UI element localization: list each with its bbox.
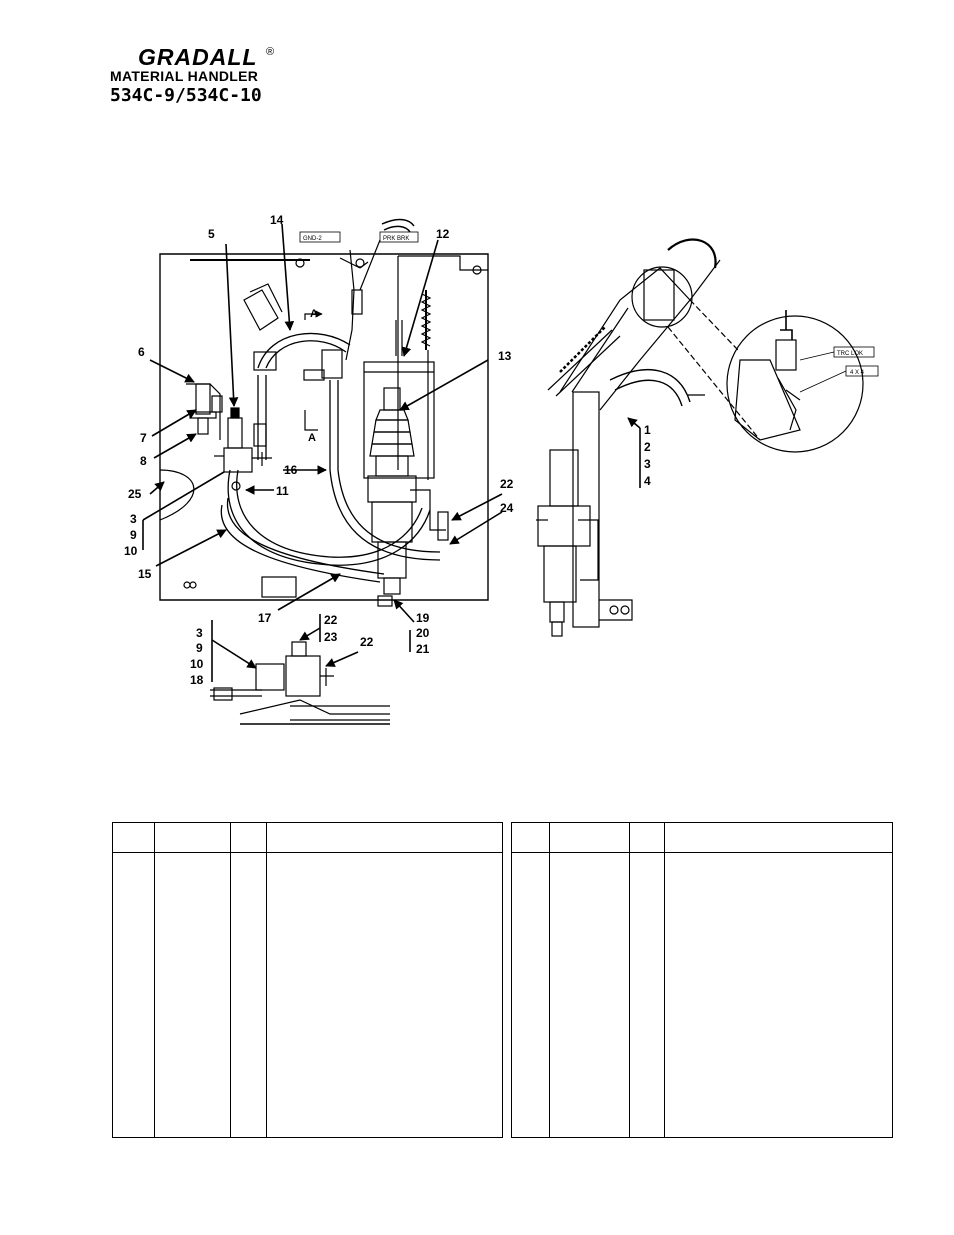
- column-divider: [266, 823, 267, 1137]
- callout-21: 21: [416, 642, 430, 656]
- callout-14: 14: [270, 213, 284, 227]
- column-divider: [629, 823, 630, 1137]
- callout-19: 19: [416, 611, 430, 625]
- model-numbers: 534C-9/534C-10: [110, 85, 262, 106]
- callout-17: 17: [258, 611, 272, 625]
- leader-lines: [142, 223, 641, 682]
- parts-table-left: [112, 822, 503, 1138]
- tag-four-by-four: 4 X 4: [850, 370, 865, 376]
- callout-18: 18: [190, 673, 204, 687]
- callout-15: 15: [138, 567, 152, 581]
- product-line: MATERIAL HANDLER: [110, 68, 259, 84]
- callout-3-detail: 3: [196, 626, 203, 640]
- callout-24: 24: [500, 501, 514, 515]
- callout-9: 9: [130, 528, 137, 542]
- callout-3: 3: [130, 512, 137, 526]
- callout-22-detail-a: 22: [324, 613, 338, 627]
- logo-brand: GRADALL: [138, 44, 258, 70]
- table-header: [512, 823, 892, 853]
- callout-7: 7: [140, 431, 147, 445]
- table-header: [113, 823, 502, 853]
- callout-10-detail: 10: [190, 657, 204, 671]
- column-divider: [154, 823, 155, 1137]
- tag-gnd: GND-2: [303, 236, 322, 242]
- callout-9-detail: 9: [196, 641, 203, 655]
- callout-16: 16: [284, 463, 298, 477]
- detail-callout: [667, 299, 864, 453]
- tag-park-brake: PRK BRK: [383, 236, 409, 242]
- callout-12: 12: [436, 227, 450, 241]
- section-marker-top: A: [310, 308, 318, 320]
- brake-valve: [363, 361, 449, 607]
- callout-2: 2: [644, 440, 651, 454]
- callout-5: 5: [208, 227, 215, 241]
- tag-traction-lock: TRC LOK: [837, 351, 863, 357]
- callout-10: 10: [124, 544, 138, 558]
- callout-8: 8: [140, 454, 147, 468]
- hoses: [220, 332, 441, 583]
- parts-diagram: A A GND-2 PRK BRK: [124, 213, 879, 725]
- callout-22: 22: [500, 477, 514, 491]
- column-divider: [230, 823, 231, 1137]
- callout-3-side: 3: [644, 457, 651, 471]
- parts-table-right: [511, 822, 893, 1138]
- callout-6: 6: [138, 345, 145, 359]
- callout-11: 11: [276, 484, 289, 498]
- registered-mark: ®: [266, 46, 275, 58]
- return-spring: [395, 290, 432, 480]
- section-marker-bottom: A: [308, 432, 316, 444]
- column-divider: [549, 823, 550, 1137]
- side-view: [536, 238, 721, 637]
- callout-13: 13: [498, 349, 512, 363]
- column-divider: [664, 823, 665, 1137]
- callout-25: 25: [128, 487, 142, 501]
- solenoid-valve: [214, 407, 272, 491]
- switch-bracket: [243, 283, 283, 447]
- mounting-panel: [159, 253, 489, 601]
- wiring-harness: [303, 218, 415, 381]
- callout-numbers: 5 14 12 13 6 7 8 25 11 16 3 9 10 15 17 2…: [124, 213, 651, 687]
- section-marks: [304, 310, 323, 431]
- callout-20: 20: [416, 626, 430, 640]
- callout-22-detail-b: 22: [360, 635, 374, 649]
- detail-a: [210, 641, 390, 725]
- callout-23: 23: [324, 630, 338, 644]
- callout-1: 1: [644, 423, 651, 437]
- callout-4: 4: [644, 474, 651, 488]
